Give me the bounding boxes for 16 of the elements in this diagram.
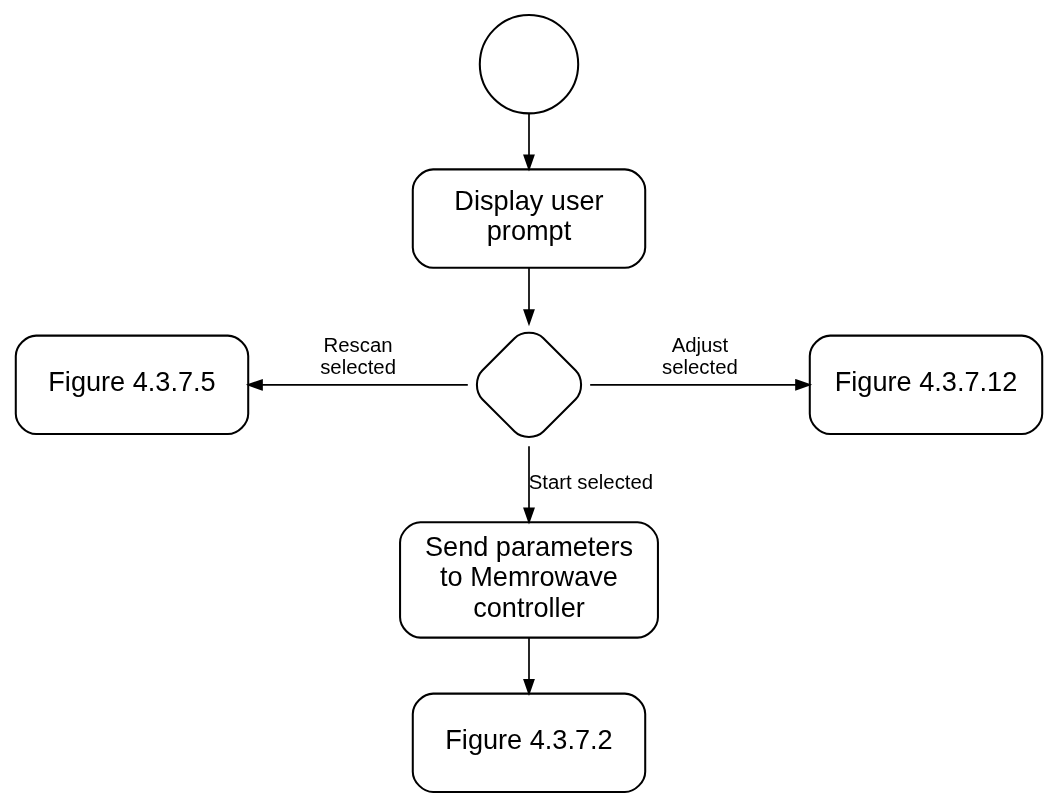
arrow [522, 112, 535, 172]
node-box: Figure 4.3.7.12 [808, 334, 1043, 436]
arrow [522, 637, 535, 696]
arrow [522, 445, 535, 525]
node-circle [478, 13, 579, 115]
arrow [245, 378, 469, 391]
node-diamond [475, 331, 582, 438]
edge-label: Rescan selected [319, 333, 396, 378]
node-box: Figure 4.3.7.2 [411, 692, 646, 794]
edge-label: Adjust selected [661, 333, 738, 378]
arrow [522, 266, 535, 327]
node-box: Display user prompt [411, 168, 646, 269]
node-box: Send parameters to Memrowave controller [398, 521, 659, 639]
node-box: Figure 4.3.7.5 [14, 334, 249, 436]
arrow [588, 378, 812, 391]
edge-label: Start selected [528, 471, 653, 494]
